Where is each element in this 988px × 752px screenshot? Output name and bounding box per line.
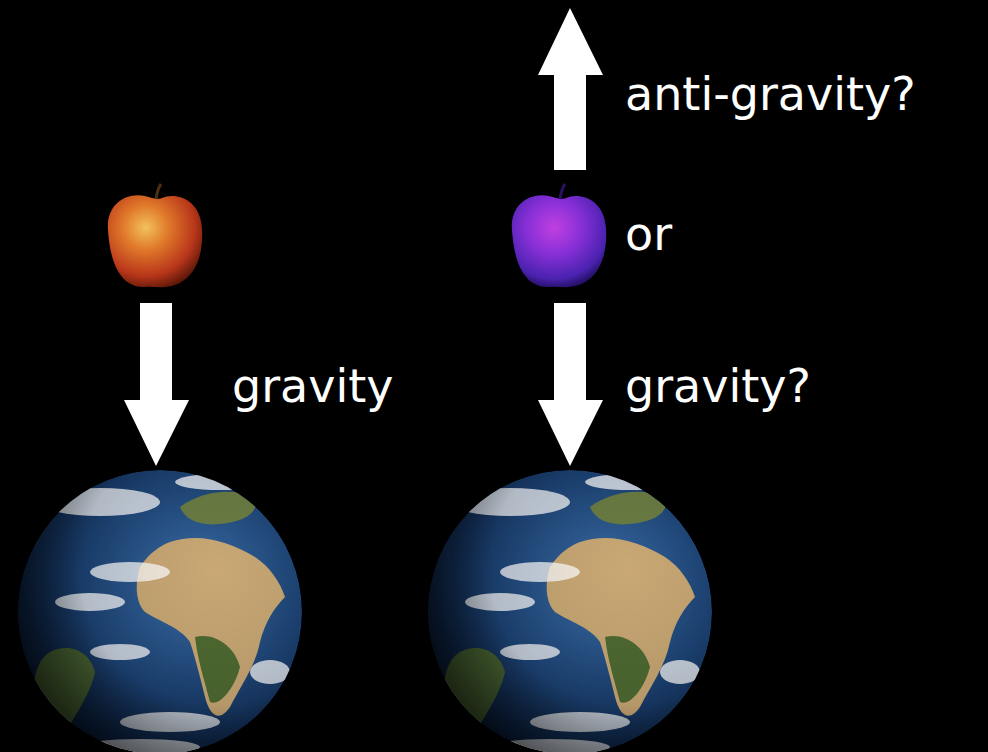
- earth: [428, 470, 712, 752]
- force-label: gravity?: [625, 358, 811, 414]
- anti-apple: [512, 184, 606, 287]
- label-holder: gravity: [232, 358, 394, 414]
- conjunction-label: or: [625, 206, 672, 262]
- label-holder: gravity?: [625, 358, 811, 414]
- gravity-arrow: [538, 303, 603, 466]
- anti-gravity-arrow: [538, 8, 603, 170]
- force-label: anti-gravity?: [625, 66, 916, 122]
- earth: [18, 470, 302, 752]
- gravity-arrow: [124, 303, 189, 466]
- force-label: gravity: [232, 358, 394, 414]
- apple: [108, 184, 202, 287]
- label-holder: anti-gravity?: [625, 66, 916, 122]
- label-holder: or: [625, 206, 672, 262]
